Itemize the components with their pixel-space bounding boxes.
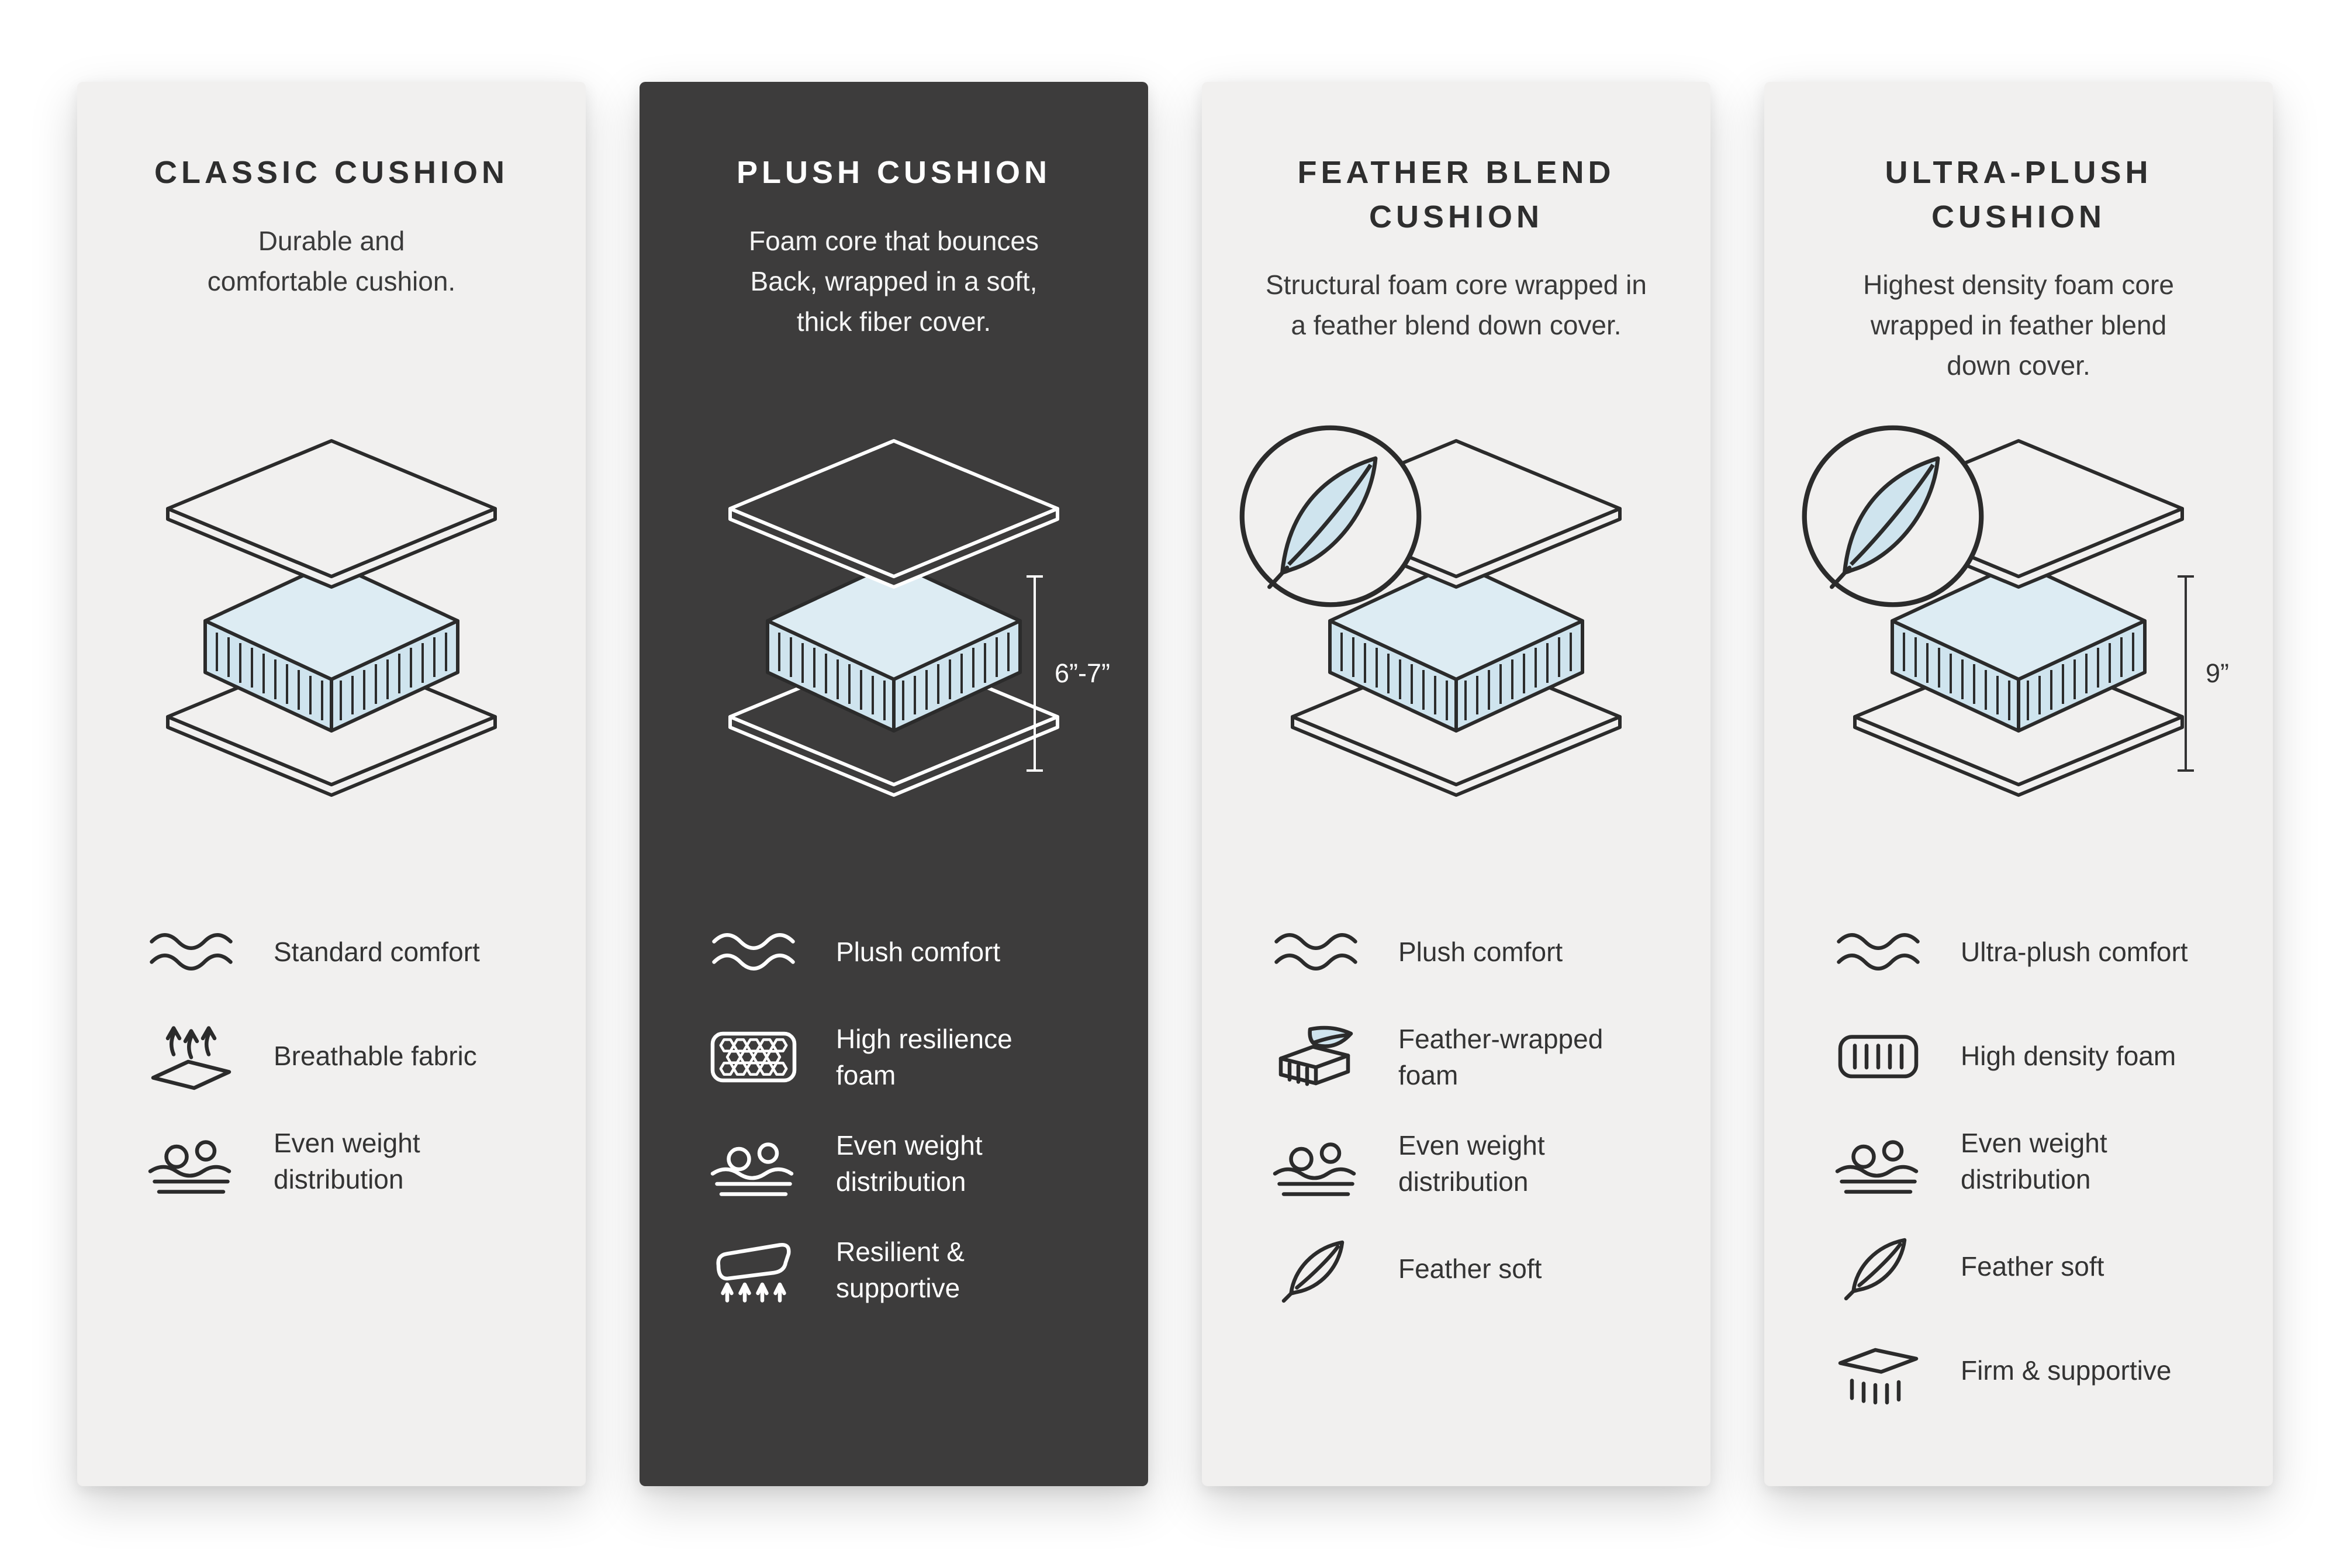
dimension-label: 6”-7” xyxy=(1054,658,1110,688)
feature-label: Plush comfort xyxy=(1398,936,1563,967)
card-description: Foam core that bounces Back, wrapped in … xyxy=(748,225,1039,337)
even-weight-icon xyxy=(1829,1126,1928,1196)
feature-label: Feather soft xyxy=(1398,1253,1542,1284)
feather-icon xyxy=(1829,1231,1928,1301)
card-description: Highest density foam core wrapped in fea… xyxy=(1863,270,2174,381)
dimension-marker: 9” xyxy=(2175,574,2229,773)
card-title: FEATHER BLEND CUSHION xyxy=(1297,155,1615,234)
feature-item: Even weight distribution xyxy=(704,1127,1107,1200)
even-weight-icon xyxy=(141,1126,241,1196)
feature-list: Standard comfort Breathable fabric Even … xyxy=(118,917,545,1197)
resilient-supportive-icon xyxy=(704,1235,803,1305)
feature-item: Even weight distribution xyxy=(1829,1125,2232,1197)
card-title: ULTRA-PLUSH CUSHION xyxy=(1885,155,2152,234)
feature-item: Firm & supportive xyxy=(1829,1335,2232,1405)
feather-wrapped-foam-icon xyxy=(1266,1022,1366,1092)
cushion-layers-illustration xyxy=(144,431,519,841)
feature-label: Breathable fabric xyxy=(274,1040,477,1071)
feature-item: Even weight distribution xyxy=(141,1125,545,1197)
cushion-layers-illustration: 9” xyxy=(1831,431,2229,841)
card-header: PLUSH CUSHION Foam core that bounces Bac… xyxy=(680,151,1107,396)
feature-item: Standard comfort xyxy=(141,917,545,987)
card-header: CLASSIC CUSHION Durable and comfortable … xyxy=(118,151,545,396)
wave-comfort-icon xyxy=(141,917,241,987)
wave-comfort-icon xyxy=(1829,917,1928,987)
breathable-fabric-icon xyxy=(141,1021,241,1091)
even-weight-icon xyxy=(1266,1128,1366,1199)
cushion-layers-illustration xyxy=(1269,431,1643,841)
dimension-label: 9” xyxy=(2205,658,2229,688)
feature-item: High resilience foam xyxy=(704,1021,1107,1093)
even-weight-icon xyxy=(704,1128,803,1199)
feather-icon xyxy=(1266,1234,1366,1304)
card-description: Structural foam core wrapped in a feathe… xyxy=(1266,270,1647,341)
feature-label: High density foam xyxy=(1961,1040,2176,1071)
feature-label: Even weight distribution xyxy=(1961,1128,2107,1195)
feature-item: Feather soft xyxy=(1829,1231,2232,1301)
feature-item: Breathable fabric xyxy=(141,1021,545,1091)
card-classic-cushion: CLASSIC CUSHION Durable and comfortable … xyxy=(77,82,586,1486)
card-feather-blend-cushion: FEATHER BLEND CUSHION Structural foam co… xyxy=(1202,82,1710,1486)
feature-list: Ultra-plush comfort High density foam Ev… xyxy=(1805,917,2232,1405)
feature-label: Standard comfort xyxy=(274,936,480,967)
high-density-foam-icon xyxy=(1829,1021,1928,1091)
card-header: FEATHER BLEND CUSHION Structural foam co… xyxy=(1243,151,1670,396)
feature-item: Ultra-plush comfort xyxy=(1829,917,2232,987)
card-description: Durable and comfortable cushion. xyxy=(207,225,456,296)
card-title: PLUSH CUSHION xyxy=(736,155,1052,190)
card-plush-cushion: PLUSH CUSHION Foam core that bounces Bac… xyxy=(640,82,1148,1486)
feature-list: Plush comfort Feather-wrapped foam Even … xyxy=(1243,917,1670,1304)
feature-item: Feather soft xyxy=(1266,1234,1670,1304)
dimension-marker: 6”-7” xyxy=(1024,574,1110,773)
high-resilience-foam-icon xyxy=(704,1022,803,1092)
feature-item: Feather-wrapped foam xyxy=(1266,1021,1670,1093)
feature-label: Feather soft xyxy=(1961,1251,2104,1282)
feature-label: Even weight distribution xyxy=(1398,1130,1545,1197)
wave-comfort-icon xyxy=(1266,917,1366,987)
feature-label: Even weight distribution xyxy=(836,1130,983,1197)
feature-item: Plush comfort xyxy=(704,917,1107,987)
feature-item: Plush comfort xyxy=(1266,917,1670,987)
cushion-layers-illustration: 6”-7” xyxy=(707,431,1110,841)
dimension-line-icon xyxy=(2175,574,2196,773)
feature-label: Firm & supportive xyxy=(1961,1355,2172,1386)
feature-item: High density foam xyxy=(1829,1021,2232,1091)
feature-list: Plush comfort High resilience foam Even … xyxy=(680,917,1107,1307)
firm-supportive-icon xyxy=(1829,1335,1928,1405)
feature-label: Even weight distribution xyxy=(274,1128,420,1195)
dimension-line-icon xyxy=(1024,574,1045,773)
feature-label: Ultra-plush comfort xyxy=(1961,936,2188,967)
feature-label: Resilient & supportive xyxy=(836,1237,965,1304)
card-ultra-plush-cushion: ULTRA-PLUSH CUSHION Highest density foam… xyxy=(1764,82,2273,1486)
feather-badge-icon xyxy=(1796,420,1989,613)
feature-label: Plush comfort xyxy=(836,936,1001,967)
card-header: ULTRA-PLUSH CUSHION Highest density foam… xyxy=(1805,151,2232,396)
card-title: CLASSIC CUSHION xyxy=(154,155,509,190)
feature-label: Feather-wrapped foam xyxy=(1398,1024,1603,1091)
feature-label: High resilience foam xyxy=(836,1024,1012,1091)
feature-item: Resilient & supportive xyxy=(704,1234,1107,1306)
wave-comfort-icon xyxy=(704,917,803,987)
cushion-layers-icon xyxy=(144,431,519,806)
feature-item: Even weight distribution xyxy=(1266,1127,1670,1200)
feather-badge-icon xyxy=(1234,420,1427,613)
